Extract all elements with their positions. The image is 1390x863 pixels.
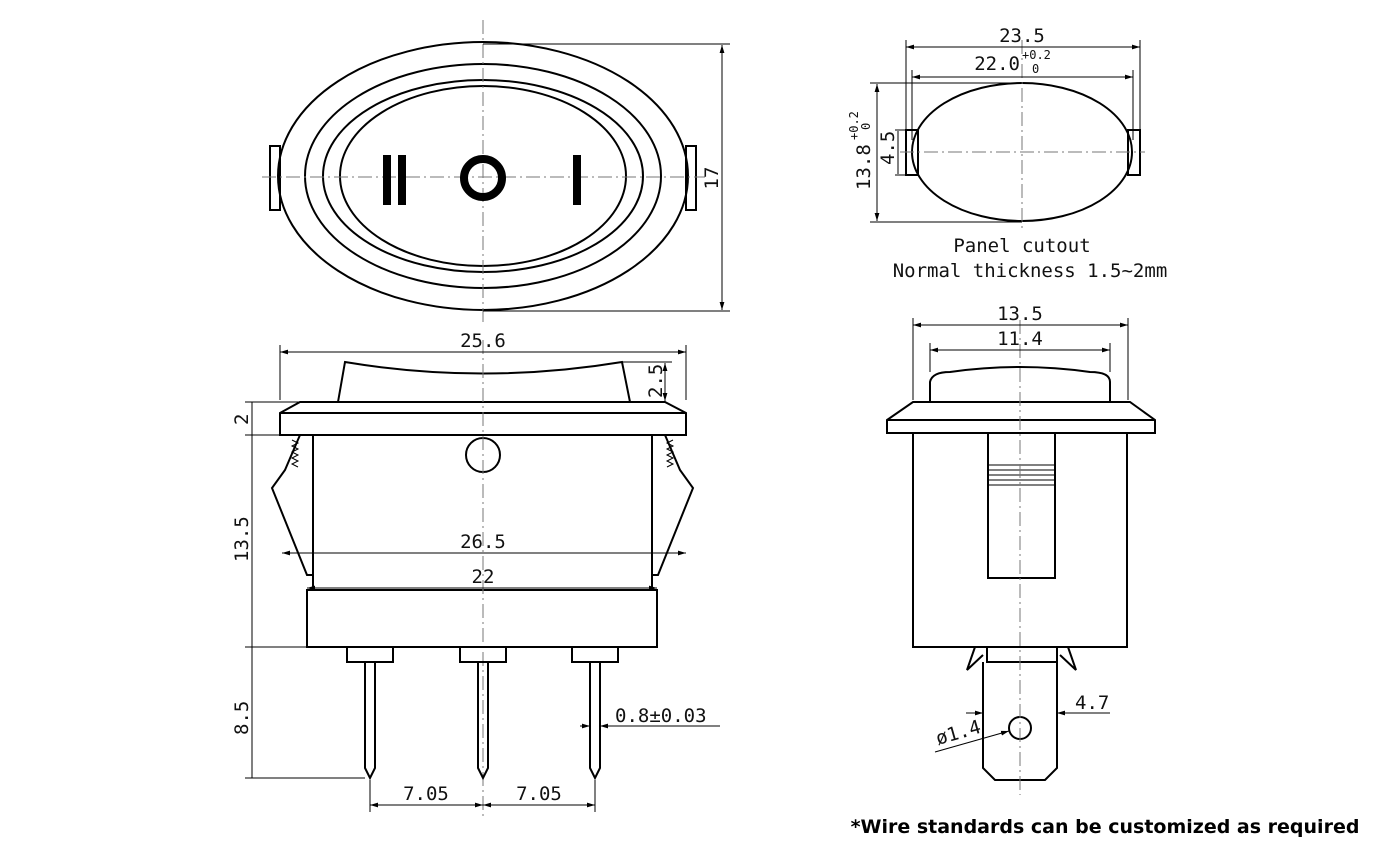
end-view: 13.5 11.4 4.7 ø1.4	[886, 303, 1156, 795]
dim-pin-width: 0.8±0.03	[615, 705, 707, 727]
dim-outer-width: 23.5	[999, 25, 1045, 47]
tolerance-upper: +0.2	[1022, 48, 1051, 62]
caption-panel-cutout: Panel cutout	[953, 235, 1090, 257]
dim-rocker-width: 11.4	[997, 328, 1043, 350]
dim-pin-pitch-1: 7.05	[403, 783, 449, 805]
dim-height: 17	[701, 167, 723, 190]
symbol-i-icon	[573, 155, 581, 205]
dim-height: 13.8	[853, 144, 875, 190]
dim-flange-width: 25.6	[460, 330, 506, 352]
top-view: 17	[262, 20, 730, 325]
dim-pin-length: 8.5	[231, 701, 253, 735]
dim-inner-width: 22.0	[974, 53, 1020, 75]
dim-rocker-height: 2.5	[645, 364, 667, 398]
dim-flange-thickness: 2	[231, 414, 253, 425]
caption-thickness: Normal thickness 1.5~2mm	[893, 260, 1168, 282]
dim-body-width: 22	[472, 566, 495, 588]
dim-body-height: 13.5	[231, 516, 253, 562]
symbol-ii-icon	[383, 155, 391, 205]
symbol-o-icon	[460, 155, 506, 201]
tolerance-lower: 0	[1032, 62, 1039, 76]
dim-flange-width: 13.5	[997, 303, 1043, 325]
dim-terminal-width: 4.7	[1075, 692, 1109, 714]
panel-cutout-view: 23.5 22.0 +0.2 0 13.8 +0.2 0 4.5 Panel c…	[847, 25, 1167, 282]
tolerance-lower: 0	[859, 123, 873, 130]
pins	[346, 646, 619, 781]
dim-hole-diameter: ø1.4	[933, 716, 983, 750]
footnote: *Wire standards can be customized as req…	[851, 816, 1360, 838]
dim-pin-pitch-2: 7.05	[516, 783, 562, 805]
dim-tab-height: 4.5	[877, 131, 899, 165]
side-view: 25.6 2.5 2 13.5 8.5 26.5 22 0.8±0.03 7.0…	[231, 330, 720, 820]
dim-clip-span: 26.5	[460, 531, 506, 553]
tolerance-upper: +0.2	[847, 111, 861, 140]
